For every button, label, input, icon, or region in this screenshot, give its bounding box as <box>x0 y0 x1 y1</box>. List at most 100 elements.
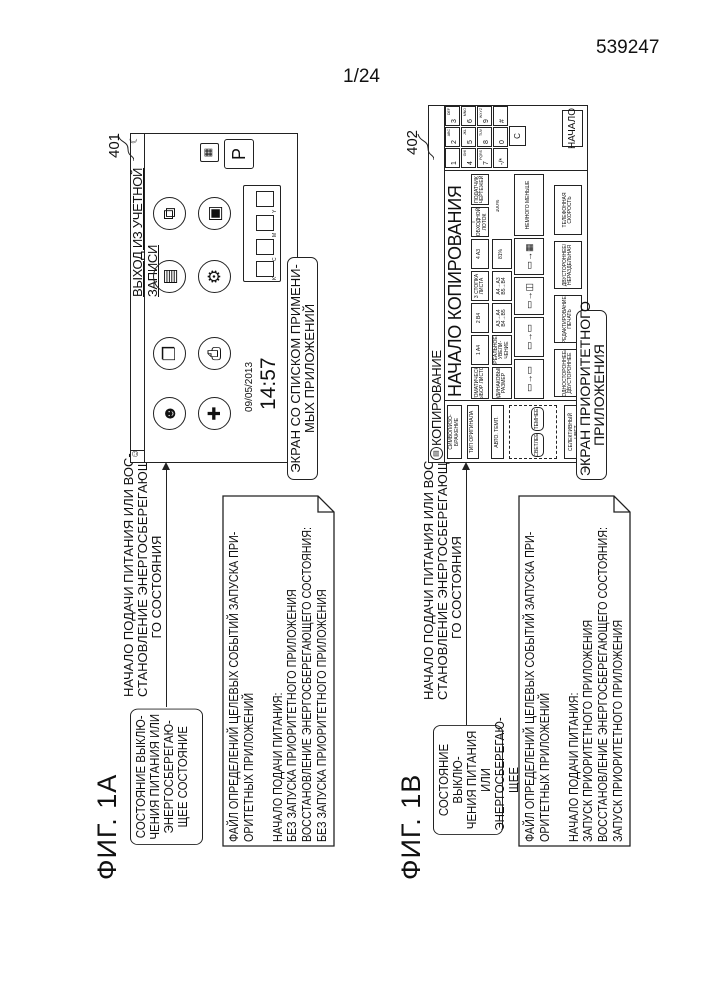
copy-app-icon: ▤ <box>430 447 443 460</box>
file-line: ВОССТАНОВЛЕНИЕ ЭНЕРГОСБЕРЕГАЮЩЕГО СОСТОЯ… <box>300 527 315 842</box>
transition-line: СТАНОВЛЕНИЕ ЭНЕРГОСБЕРЕГАЮЩЕ- <box>436 475 450 700</box>
auto-density-button[interactable]: АВТО. ТЕМП. <box>491 405 504 459</box>
keypad-grid-icon[interactable]: ▦ <box>200 143 219 162</box>
document-icon[interactable]: ▤ <box>153 260 186 293</box>
zoom-100-label: 100% <box>496 186 502 226</box>
slightly-smaller-button[interactable]: НЕМНОГО МЕНЬШЕ <box>514 174 544 236</box>
reduce-button[interactable]: A3→A4 B4→B5 <box>492 303 512 333</box>
duplex-continuous-button[interactable]: ДВУСТОРОННЕЕ/НЕРАЗДЕЛЬНАЯ <box>554 241 582 289</box>
state-line: ЧЕНИЯ ПИТАНИЯ ИЛИ <box>465 729 493 830</box>
file-line: НАЧАЛО ПОДАЧИ ПИТАНИЯ: <box>567 527 582 842</box>
settings-icon[interactable]: ⚙ <box>198 260 231 293</box>
fig-1a-transition-line <box>166 469 167 707</box>
user-swap-icon[interactable]: ☻ <box>153 397 186 430</box>
copy-settings-panel: НАЧАЛО КОПИРОВАНИЯ АВТОМАТИЧЕСКИЙ ВЫБОР … <box>444 170 588 401</box>
screen-top-bar: ☺ ВЫХОД ИЗ УЧЕТНОЙ ЗАПИСИ ☾ <box>131 134 145 462</box>
tray-1-button[interactable]: 1 A4 <box>471 335 489 365</box>
key-digit: 7 <box>483 161 490 165</box>
tray-2-button[interactable]: 2 B4 <box>471 303 489 333</box>
key-digit: 3 <box>451 119 458 123</box>
keypad-key[interactable]: -/* <box>493 148 508 168</box>
keypad-key[interactable]: 9WXYZ <box>477 106 492 126</box>
bypass-tray-button[interactable]: Т ОБХОДНОЙ ЛОТОК <box>471 207 489 237</box>
toner-y-bar <box>256 191 274 207</box>
caption-line: ПРИЛОЖЕНИЯ <box>592 314 606 476</box>
duplex-layout-1-icon[interactable]: ▭→▭ <box>514 359 544 399</box>
arrow-head-icon <box>462 462 470 470</box>
file-line: ОРИТЕТНЫХ ПРИЛОЖЕНИЙ <box>242 527 257 842</box>
transition-line: ГО СОСТОЯНИЯ <box>450 475 464 700</box>
scan-icon[interactable]: ⧉ <box>153 197 186 230</box>
transition-line: ГО СОСТОЯНИЯ <box>150 477 164 697</box>
state-line: ЧЕНИЯ ПИТАНИЯ ИЛИ <box>148 713 162 841</box>
toner-indicator: K C M Y <box>243 185 281 282</box>
keypad-key[interactable]: 8TUV <box>477 127 492 147</box>
real-zoom-button[interactable]: РЕАЛЬНОЕ УВЕЛИ-ЧЕНИЕ <box>492 335 512 365</box>
keypad-key[interactable]: 7PQRS <box>477 148 492 168</box>
original-type-button[interactable]: ТИП ОРИГИНАЛА <box>467 405 479 459</box>
state-line: СОСТОЯНИЕ ВЫКЛЮ- <box>134 713 148 841</box>
duplex-layout-2-icon[interactable]: ▭→▭ <box>514 317 544 357</box>
paper-auto-button[interactable]: АВТОМАТИЧЕСКИЙ ВЫБОР ЛИСТОВ <box>471 367 489 399</box>
fig-1b-title: ФИГ. 1В <box>396 774 427 880</box>
start-copy-label: НАЧАЛО КОПИРОВАНИЯ <box>445 185 466 397</box>
fig-1a-state-box: СОСТОЯНИЕ ВЫКЛЮ- ЧЕНИЯ ПИТАНИЯ ИЛИ ЭНЕРГ… <box>130 709 203 845</box>
keypad-key[interactable]: 2ABC <box>445 127 460 147</box>
photo-icon[interactable]: ▣ <box>198 197 231 230</box>
state-line: СОСТОЯНИЕ ВЫКЛЮ- <box>437 729 465 830</box>
fig-1a-caption: ЭКРАН СО СПИСКОМ ПРИМЕНИ- МЫХ ПРИЛОЖЕНИЙ <box>287 257 318 480</box>
toner-label: C <box>272 257 278 261</box>
keypad-key[interactable]: 3DEF <box>445 106 460 126</box>
enlarge-button[interactable]: A4→A3 B5→B4 <box>492 271 512 301</box>
keypad-key[interactable]: 1 <box>445 148 460 168</box>
app-list-screen: ☺ ВЫХОД ИЗ УЧЕТНОЙ ЗАПИСИ ☾ ☻ ❐ ▤ ⧉ ✚ ⎙ … <box>130 133 298 463</box>
key-digit: # <box>499 119 506 123</box>
fig-1a-title: ФИГ. 1А <box>92 774 123 880</box>
tray-3-button[interactable]: 3 СТОПКА ЛИСТА <box>471 271 489 301</box>
combine-layout-icon[interactable]: ▭→▦ <box>514 238 544 275</box>
phone-speed-button[interactable]: ТЕЛЕФОННАЯ СКОРОСТЬ <box>554 185 582 235</box>
ref-401: 401 <box>106 133 123 158</box>
fig-1a-definition-file: ФАЙЛ ОПРЕДЕЛЕНИЙ ЦЕЛЕВЫХ СОБЫТИЙ ЗАПУСКА… <box>222 495 335 847</box>
transition-line: НАЧАЛО ПОДАЧИ ПИТАНИЯ ИЛИ ВОС- <box>422 475 436 700</box>
key-letters: MNO <box>463 108 467 116</box>
drawing-feeder-button[interactable]: ПОДАТЧИК ЧЕРТЕЖЕЙ <box>471 174 489 205</box>
key-letters: WXYZ <box>479 108 483 118</box>
printer-icon[interactable]: ⎙ <box>198 337 231 370</box>
caption-line: ЭКРАН ПРИОРИТЕТНОГО <box>578 314 592 476</box>
split-layout-icon[interactable]: ▭→◫ <box>514 277 544 315</box>
ref-402: 402 <box>404 130 421 155</box>
caption-line: ЭКРАН СО СПИСКОМ ПРИМЕНИ- <box>289 261 303 476</box>
file-line: ЗАПУСК ПРИОРИТЕТНОГО ПРИЛОЖЕНИЯ <box>611 527 626 842</box>
copy-icon[interactable]: ❐ <box>153 337 186 370</box>
clear-key[interactable]: C <box>509 126 526 146</box>
move-icon[interactable]: ✚ <box>198 397 231 430</box>
state-line: ЭНЕРГОСБЕРЕГАЮ- <box>162 713 176 841</box>
p-button[interactable]: P <box>224 139 254 169</box>
key-digit: 4 <box>467 161 474 165</box>
zoom-81-button[interactable]: 81% <box>492 239 512 269</box>
settings-panel: СИМВОЛ/ИЗО-БРАЖЕНИЕ ТИП ОРИГИНАЛА АВТО. … <box>444 400 588 462</box>
image-mode-button[interactable]: СИМВОЛ/ИЗО-БРАЖЕНИЕ <box>447 405 462 459</box>
lighter-button[interactable]: СВЕТЛЕЕ <box>531 433 544 457</box>
keypad-key[interactable]: 5JKL <box>461 127 476 147</box>
tray-4-button[interactable]: 4 A3 <box>471 239 489 269</box>
key-digit: -/* <box>499 158 506 165</box>
fig-1b-transition-label: НАЧАЛО ПОДАЧИ ПИТАНИЯ ИЛИ ВОС- СТАНОВЛЕН… <box>422 475 464 700</box>
start-button[interactable]: НАЧАЛО <box>562 110 583 147</box>
darker-button[interactable]: ТЕМНЕЕ <box>531 407 544 431</box>
key-digit: 0 <box>499 140 506 144</box>
toner-m-bar <box>256 215 274 231</box>
caption-line: МЫХ ПРИЛОЖЕНИЙ <box>303 261 317 476</box>
key-digit: 9 <box>483 119 490 123</box>
keypad-key[interactable]: # <box>493 106 508 126</box>
transition-line: СТАНОВЛЕНИЕ ЭНЕРГОСБЕРЕГАЮЩЕ- <box>136 477 150 697</box>
file-line: БЕЗ ЗАПУСКА ПРИОРИТЕТНОГО ПРИЛОЖЕНИЯ <box>285 527 300 842</box>
same-size-button[interactable]: ОДИНАКОВЫЙ РАЗМЕР <box>492 367 512 399</box>
keypad-key[interactable]: 0 <box>493 127 508 147</box>
key-digit: 2 <box>451 140 458 144</box>
key-digit: 8 <box>483 140 490 144</box>
keypad-key[interactable]: 4GHI <box>461 148 476 168</box>
keypad-key[interactable]: 6MNO <box>461 106 476 126</box>
